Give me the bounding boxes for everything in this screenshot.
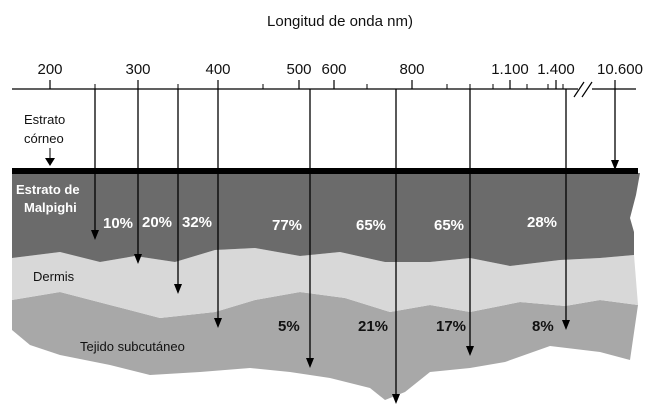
penetration-arrowhead <box>611 160 619 170</box>
subcutaneous-percentage: 8% <box>532 318 554 335</box>
stratum-corneum-label-line1: Estrato <box>24 112 65 127</box>
malpighi-label-line2: Malpighi <box>24 200 77 215</box>
tick-label: 400 <box>205 61 230 78</box>
epidermis-percentage: 65% <box>356 217 386 234</box>
tick-label: 600 <box>321 61 346 78</box>
tick-label: 300 <box>125 61 150 78</box>
malpighi-label-line1: Estrato de <box>16 182 80 197</box>
stratum-corneum-pointer-arrowhead <box>45 158 55 166</box>
penetration-arrowhead <box>306 358 314 368</box>
tick-label: 800 <box>399 61 424 78</box>
epidermis-percentage: 77% <box>272 217 302 234</box>
subcutaneous-percentage: 21% <box>358 318 388 335</box>
tick-label: 200 <box>37 61 62 78</box>
tick-label: 10.600 <box>597 61 643 78</box>
epidermis-percentage: 10% <box>103 215 133 232</box>
stratum-corneum-bar <box>12 168 638 174</box>
tick-label: 1.400 <box>537 61 575 78</box>
malpighi-layer <box>12 173 640 266</box>
penetration-arrowhead <box>466 346 474 356</box>
subcutaneous-percentage: 5% <box>278 318 300 335</box>
epidermis-percentage: 20% <box>142 214 172 231</box>
subcutaneous-layer <box>12 292 638 400</box>
axis-title: Longitud de onda nm) <box>267 13 413 30</box>
dermis-label: Dermis <box>33 269 75 284</box>
penetration-arrowhead <box>214 318 222 328</box>
subcutaneous-label: Tejido subcutáneo <box>80 339 185 354</box>
epidermis-percentage: 28% <box>527 214 557 231</box>
tick-label: 500 <box>286 61 311 78</box>
dermis-layer <box>12 248 638 318</box>
penetration-arrowhead <box>91 230 99 240</box>
penetration-arrowhead <box>562 320 570 330</box>
axis-minor-ticks <box>94 84 564 89</box>
subcutaneous-percentage: 17% <box>436 318 466 335</box>
penetration-arrowhead <box>174 284 182 294</box>
axis-break-mark <box>573 81 593 98</box>
tick-label: 1.100 <box>491 61 529 78</box>
penetration-arrowhead <box>134 254 142 264</box>
epidermis-percentage: 65% <box>434 217 464 234</box>
penetration-arrowhead <box>392 394 400 404</box>
stratum-corneum-label-line2: córneo <box>24 131 64 146</box>
epidermis-percentage: 32% <box>182 214 212 231</box>
